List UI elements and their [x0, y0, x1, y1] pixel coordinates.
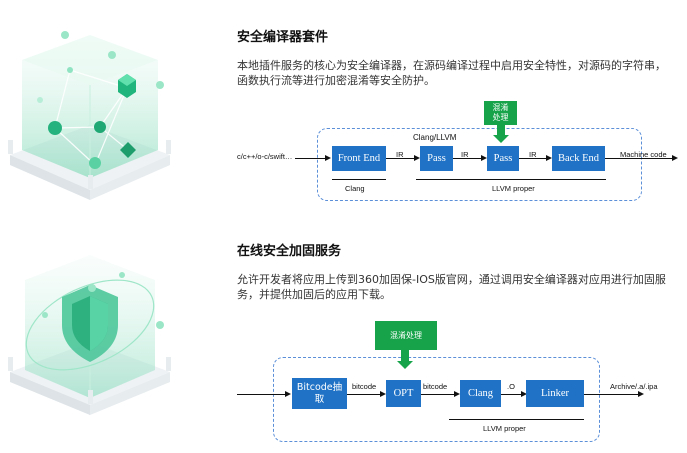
output-arrow-line [605, 158, 673, 159]
block-pass-1: Pass [420, 146, 453, 171]
block-bitcode-extract-label: Bitcode抽 取 [296, 381, 343, 405]
block-opt: OPT [386, 380, 421, 407]
section2-title: 在线安全加固服务 [237, 244, 342, 259]
input-arrow-line [295, 158, 325, 159]
block-back-end: Back End [552, 146, 605, 171]
compiler-flow-diagram: Clang/LLVM 混淆 处理 c/c++/o-c/swift… Front … [237, 101, 678, 201]
output-label: Machine code [620, 150, 667, 159]
obfuscation-tag-label: 混淆 处理 [492, 103, 509, 122]
edge2-3-arrow-icon [521, 391, 527, 397]
output-arrow-2-icon [638, 391, 644, 397]
input-arrow-2-icon [285, 391, 291, 397]
block-linker: Linker [526, 380, 584, 407]
llvm-bottom-label: LLVM proper [492, 184, 535, 193]
edge2-1-line [347, 394, 380, 395]
input-arrow-2-line [237, 394, 285, 395]
edge2-3-line [501, 394, 521, 395]
obfuscation-arrow-2-stem [401, 350, 409, 361]
edge-3-arrow-icon [546, 155, 552, 161]
hardening-dashed-frame [273, 357, 600, 442]
block-front-end: Front End [332, 146, 386, 171]
block-pass-2: Pass [487, 146, 519, 171]
obfuscation-arrow-2-icon [397, 361, 413, 369]
llvm-bracket-line [416, 179, 606, 180]
edge2-2-line [421, 394, 454, 395]
edge2-2-arrow-icon [454, 391, 460, 397]
edge2-1-label: bitcode [352, 382, 377, 391]
edge-3-label: IR [529, 150, 537, 159]
obfuscation-tag-2: 混淆处理 [375, 321, 437, 350]
section1-description: 本地插件服务的核心为安全编译器，在源码编译过程中启用安全特性，对源码的字符串，函… [237, 59, 666, 87]
edge2-3-label: .O [507, 382, 515, 391]
edge-1-arrow-icon [414, 155, 420, 161]
obfuscation-arrow-icon [493, 135, 509, 143]
output-2-label: Archive/.a/.ipa [610, 382, 658, 391]
llvm-bottom-2-label: LLVM proper [483, 424, 526, 433]
clang-bottom-label: Clang [345, 184, 365, 193]
edge-3-line [519, 158, 547, 159]
block-bitcode-extract: Bitcode抽 取 [292, 378, 347, 409]
edge-2-label: IR [461, 150, 469, 159]
compiler-cube-illustration [8, 31, 171, 200]
shield-illustration [8, 255, 171, 415]
obfuscation-tag: 混淆 处理 [484, 101, 517, 125]
llvm-dashed-frame [317, 128, 642, 201]
clang-llvm-label: Clang/LLVM [413, 133, 457, 142]
edge-2-line [453, 158, 482, 159]
section2-description: 允许开发者将应用上传到360加固保-IOS版官网，通过调用安全编译器对应用进行加… [237, 273, 666, 301]
edge2-1-arrow-icon [380, 391, 386, 397]
obfuscation-arrow-stem [497, 125, 505, 135]
llvm-bracket-2-line [449, 419, 584, 420]
obfuscation-tag-2-label: 混淆处理 [390, 330, 422, 340]
output-arrow-icon [672, 155, 678, 161]
clang-bracket-line [332, 179, 386, 180]
input-source-label: c/c++/o-c/swift… [237, 152, 293, 161]
output-arrow-2-line [584, 394, 639, 395]
edge-1-line [386, 158, 415, 159]
edge-1-label: IR [396, 150, 404, 159]
edge2-2-label: bitcode [423, 382, 448, 391]
edge-2-arrow-icon [481, 155, 487, 161]
block-clang: Clang [460, 380, 501, 407]
input-arrow-icon [325, 155, 331, 161]
section1-title: 安全编译器套件 [237, 30, 329, 45]
